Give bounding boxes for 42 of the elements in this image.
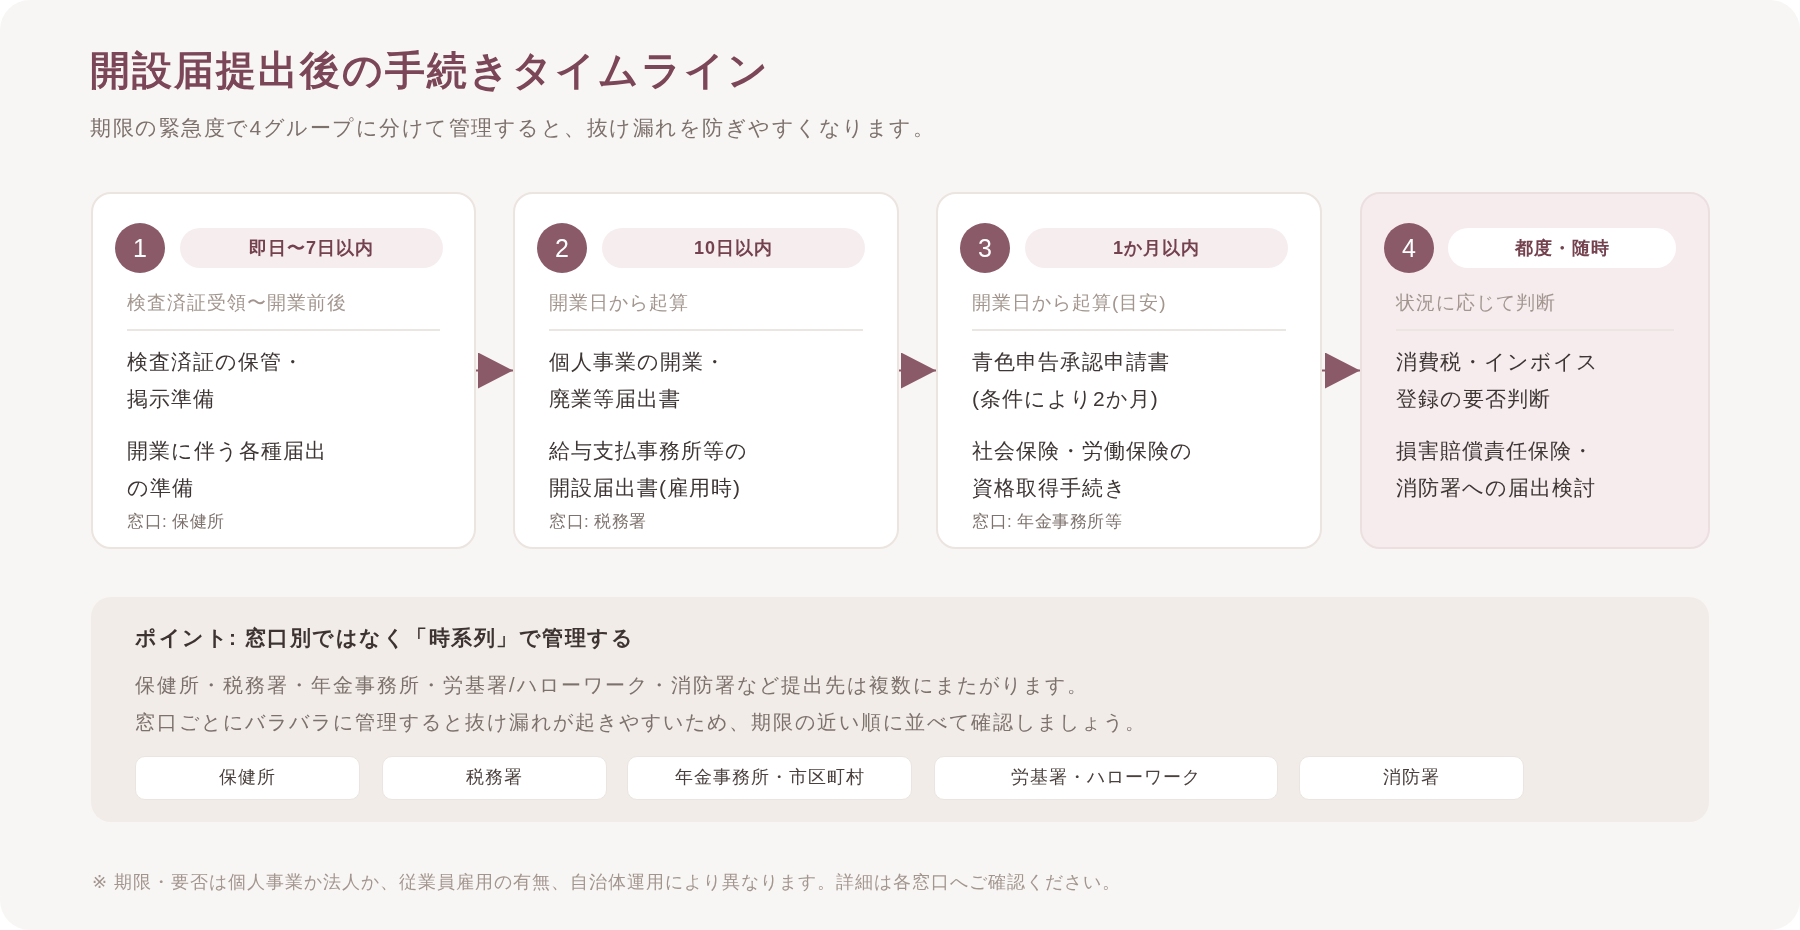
tip-text: 保健所・税務署・年金事務所・労基署/ハローワーク・消防署など提出先は複数にまたがります。 [135, 673, 1089, 698]
subtitle: 期限の緊急度で4グループに分けて管理すると、抜け漏れを防ぎやすくなります。 [90, 115, 936, 141]
task-text: 検査済証の保管・掲示準備 [127, 348, 305, 412]
step-number: 3 [960, 223, 1010, 273]
step-subtitle: 状況に応じて判断 [1396, 291, 1556, 315]
deadline-pill: 1か月以内 [1025, 228, 1288, 268]
step-subtitle: 開業日から起算 [549, 291, 689, 315]
tip-panel [91, 597, 1709, 822]
task-text: 社会保険・労働保険の資格取得手続き [972, 438, 1194, 501]
task-text: 給与支払事務所等の開設届出書(雇用時) [549, 438, 749, 501]
office-chip: 労基署・ハローワーク [934, 756, 1278, 800]
arrow [1321, 352, 1361, 389]
office-chip: 消防署 [1299, 756, 1524, 800]
deadline-pill: 都度・随時 [1448, 228, 1676, 268]
step-number: 2 [537, 223, 587, 273]
step-card [91, 192, 476, 549]
arrow [475, 352, 514, 389]
step-card [1360, 192, 1710, 549]
task-text: 消費税・インボイス登録の要否判断 [1396, 348, 1600, 412]
arrow [898, 352, 937, 389]
contact-text: 窓口: 年金事務所等 [972, 511, 1123, 533]
tip-text: 窓口ごとにバラバラに管理すると抜け漏れが起きやすいため、期限の近い順に並べて確認しましょう。 [135, 710, 1147, 735]
step-card [513, 192, 899, 549]
footnote: ※ 期限・要否は個人事業か法人か、従業員雇用の有無、自治体運用により異なります。詳細は各窓口へご確認ください。 [92, 871, 1122, 894]
office-chip: 税務署 [382, 756, 607, 800]
step-card [936, 192, 1322, 549]
deadline-pill: 10日以内 [602, 228, 865, 268]
contact-text: 窓口: 税務署 [549, 511, 647, 533]
office-chip: 保健所 [135, 756, 360, 800]
step-number: 1 [115, 223, 165, 273]
step-number: 4 [1384, 223, 1434, 273]
title: 開設届提出後の手続きタイムライン [90, 47, 770, 95]
task-text: 青色申告承認申請書(条件により2か月) [972, 348, 1171, 412]
step-subtitle: 検査済証受領〜開業前後 [127, 291, 347, 315]
tip-heading: ポイント: 窓口別ではなく「時系列」で管理する [135, 625, 635, 652]
task-text: 開業に伴う各種届出の準備 [127, 438, 328, 501]
deadline-pill: 即日〜7日以内 [180, 228, 443, 268]
task-text: 損害賠償責任保険・消防署への届出検討 [1396, 438, 1597, 501]
task-text: 個人事業の開業・廃業等届出書 [549, 348, 727, 412]
contact-text: 窓口: 保健所 [127, 511, 225, 533]
office-chip: 年金事務所・市区町村 [627, 756, 912, 800]
step-subtitle: 開業日から起算(目安) [972, 291, 1167, 315]
